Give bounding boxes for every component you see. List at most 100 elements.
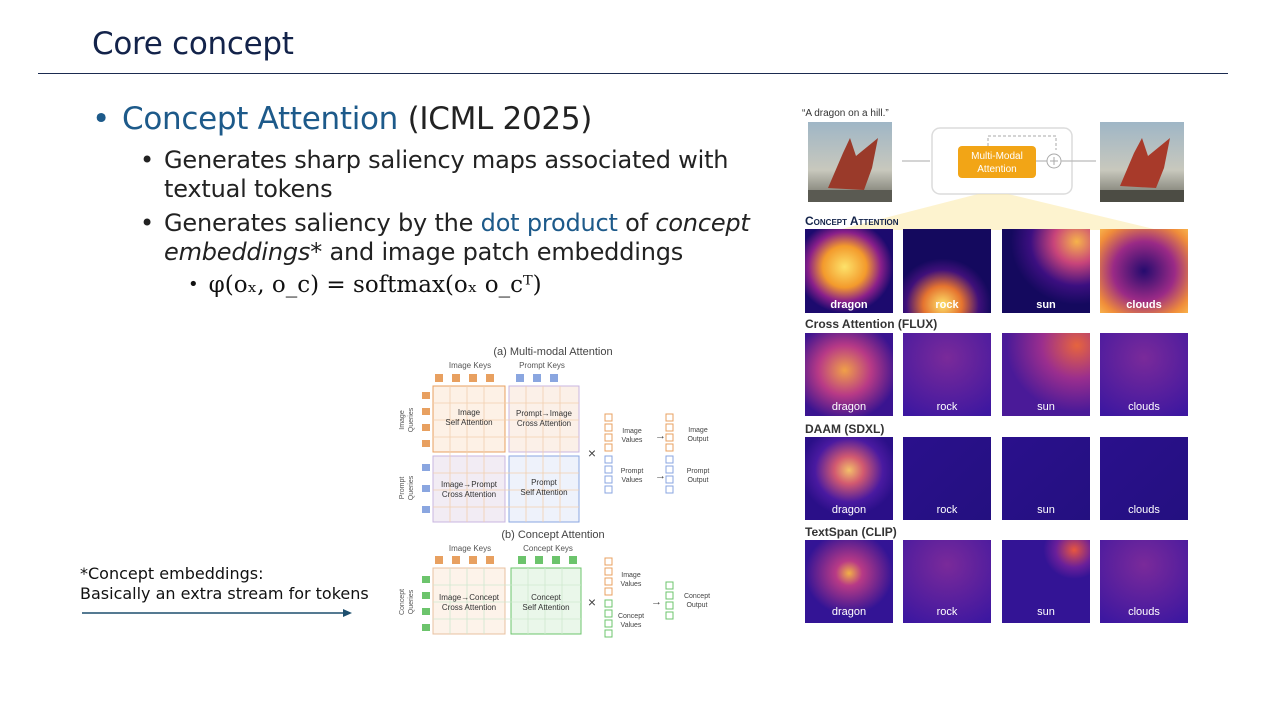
saliency-map xyxy=(1002,229,1090,313)
map-label: sun xyxy=(1037,504,1055,516)
saliency-map xyxy=(903,437,991,520)
hill-shape xyxy=(808,190,892,202)
map-label: sun xyxy=(1037,401,1055,413)
footnote-body: Basically an extra stream for tokens xyxy=(80,584,369,603)
map-label: rock xyxy=(937,504,958,516)
saliency-map xyxy=(805,229,893,313)
cell-text: Self Attention xyxy=(520,488,567,497)
saliency-map xyxy=(1100,437,1188,520)
saliency-map xyxy=(903,333,991,416)
map-label: rock xyxy=(935,299,959,311)
saliency-map xyxy=(1100,333,1188,416)
values-label: Values xyxy=(621,622,642,629)
residual-path xyxy=(987,135,1057,150)
concept-keys-label: Concept Keys xyxy=(523,544,573,553)
values-label: Concept xyxy=(618,613,644,620)
b-image-value-tokens xyxy=(604,557,613,596)
bullet-dot-product: • Generates saliency by the dot product … xyxy=(140,209,780,267)
arrow-glyph: → xyxy=(655,430,666,442)
prompt-keys-label: Prompt Keys xyxy=(519,361,565,370)
saliency-map xyxy=(1100,540,1188,623)
prompt-queries-label: Prompt xyxy=(399,477,406,500)
grid-lines xyxy=(433,386,579,522)
output-label: Concept xyxy=(684,593,710,600)
bullet-text: Generates sharp saliency maps associated… xyxy=(164,146,729,203)
row-title-cross-attention: Cross Attention (FLUX) xyxy=(805,317,937,331)
footnote-heading: *Concept embeddings: xyxy=(80,564,264,583)
attention-rays xyxy=(838,194,1158,230)
values-label: Values xyxy=(622,477,643,484)
concept-key-tokens xyxy=(518,556,577,564)
prompt-self-attention-cell xyxy=(508,455,580,523)
mma-box xyxy=(958,146,1036,178)
saliency-map xyxy=(903,229,991,313)
cell-text: Self Attention xyxy=(522,603,569,612)
image-concept-cross-cell xyxy=(432,567,506,635)
image-keys-label: Image Keys xyxy=(449,361,491,370)
dragon-silhouette xyxy=(1120,138,1170,188)
prompt-value-tokens xyxy=(604,455,613,494)
values-label: Image xyxy=(622,428,642,435)
b-grid-lines xyxy=(433,568,581,634)
cell-text: Image→Prompt xyxy=(441,480,498,489)
concept-output-tokens xyxy=(665,581,674,620)
output-label: Output xyxy=(687,477,708,484)
multiply-sign: × xyxy=(588,594,596,610)
saliency-map xyxy=(1100,229,1188,313)
text-pre: Generates saliency by the xyxy=(164,209,481,237)
cell-text: Image xyxy=(458,408,481,417)
output-label: Image xyxy=(688,427,708,434)
map-label: dragon xyxy=(832,401,866,413)
concept-queries-label: Queries xyxy=(408,589,415,614)
bullet-sharp-saliency: • Generates sharp saliency maps associat… xyxy=(140,146,780,204)
map-label: clouds xyxy=(1128,401,1160,413)
prompt-key-tokens xyxy=(516,374,558,382)
diagram-a-title: (a) Multi-modal Attention xyxy=(493,346,612,358)
concept-query-tokens xyxy=(422,576,430,631)
map-label: clouds xyxy=(1128,504,1160,516)
prompt-output-tokens xyxy=(665,455,674,494)
prompt-queries-label: Queries xyxy=(408,475,415,500)
b-concept-value-tokens xyxy=(604,599,613,638)
map-label: sun xyxy=(1036,299,1056,311)
multiply-sign: × xyxy=(588,445,596,461)
dragon-silhouette xyxy=(828,138,878,190)
formula-bullet: •φ(oₓ, o_c) = softmax(oₓ o_cᵀ) xyxy=(188,272,542,298)
arrow-glyph: → xyxy=(655,470,666,482)
saliency-map xyxy=(1002,437,1090,520)
map-label: clouds xyxy=(1128,606,1160,618)
hill-shape xyxy=(1100,190,1184,202)
slide-title: Core concept xyxy=(92,26,294,62)
image-key-tokens xyxy=(435,374,494,382)
map-label: rock xyxy=(937,401,958,413)
image-prompt-cross-cell xyxy=(432,455,506,523)
text-post: and image patch embeddings xyxy=(322,238,684,266)
image-query-tokens xyxy=(422,392,430,447)
dot-product-highlight: dot product xyxy=(480,209,618,237)
values-label: Image xyxy=(621,572,641,579)
mma-label: Multi-Modal xyxy=(971,151,1023,162)
output-label: Output xyxy=(686,602,707,609)
footnote: *Concept embeddings: Basically an extra … xyxy=(80,564,369,604)
formula-text: φ(oₓ, o_c) = softmax(oₓ o_cᵀ) xyxy=(208,272,542,298)
saliency-map xyxy=(903,540,991,623)
map-label: sun xyxy=(1037,606,1055,618)
mma-label: Attention xyxy=(977,164,1016,175)
image-self-attention-cell xyxy=(432,385,506,453)
cell-text: Image→Concept xyxy=(439,593,500,602)
saliency-comparison-figure: “A dragon on a hill.” Multi-Modal Attent… xyxy=(802,108,1188,623)
text-mid: of xyxy=(617,209,656,237)
concept-queries-label: Concept xyxy=(399,589,406,615)
concept-embeddings-emphasis: concept embeddings* xyxy=(164,209,750,266)
saliency-map xyxy=(805,540,893,623)
output-label: Prompt xyxy=(687,468,710,475)
cell-text: Self Attention xyxy=(445,418,492,427)
output-label: Output xyxy=(687,436,708,443)
diagram-b-title: (b) Concept Attention xyxy=(501,529,604,541)
bullet-concept-attention: •Concept Attention (ICML 2025) xyxy=(92,101,592,137)
cell-text: Prompt xyxy=(531,478,558,487)
map-label: dragon xyxy=(832,504,866,516)
row-title-daam: DAAM (SDXL) xyxy=(805,422,884,436)
saliency-map xyxy=(1002,333,1090,416)
cell-text: Cross Attention xyxy=(442,490,496,499)
